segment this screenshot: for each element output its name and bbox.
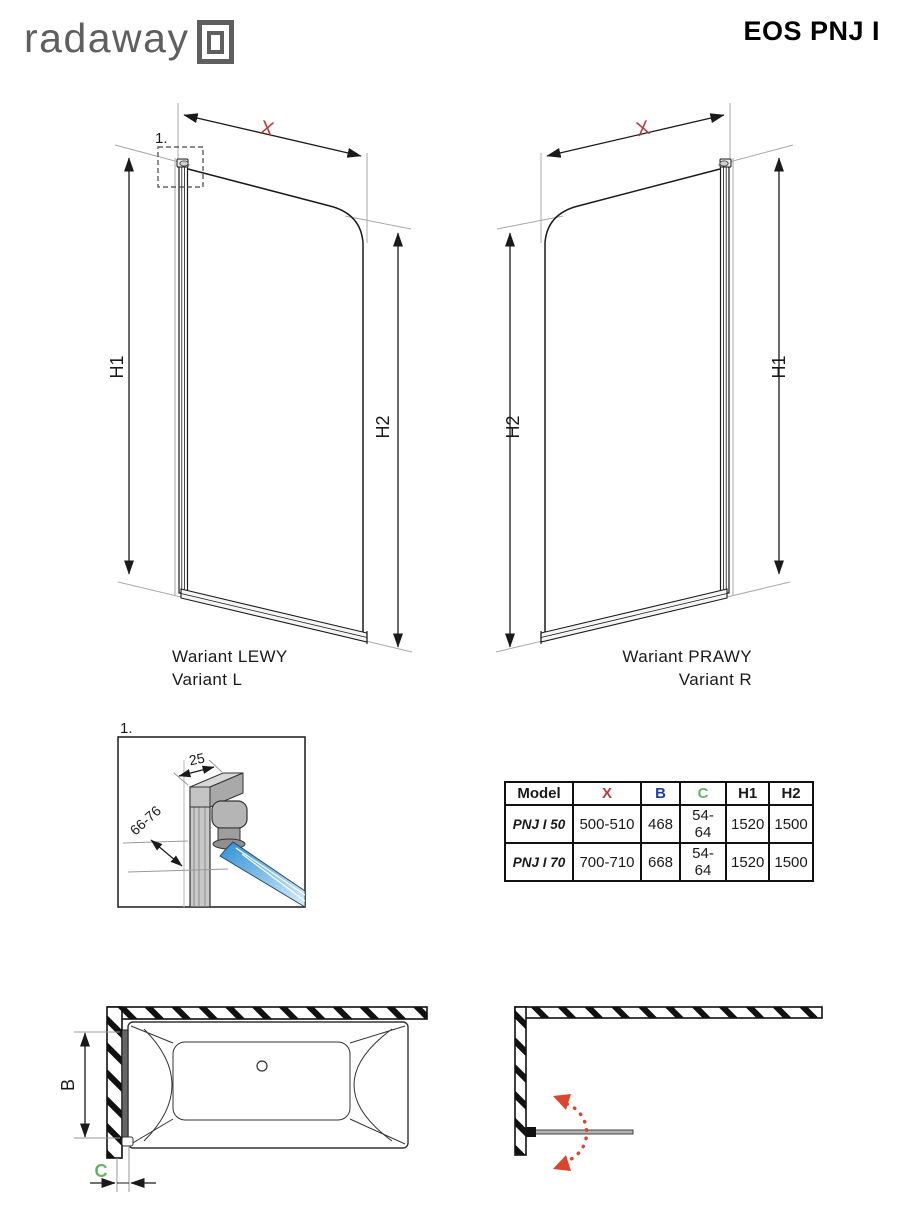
table-row: PNJ I 50 500-510 468 54-64 1520 1500: [504, 804, 814, 844]
plan-bathtub-linework: [74, 1006, 428, 1192]
left-dim-h1-label: H1: [107, 355, 127, 378]
table-row: PNJ I 70 700-710 668 54-64 1520 1500: [504, 842, 814, 882]
header-b: B: [640, 781, 681, 806]
cell-b: 668: [640, 842, 681, 882]
detail-ref-box: [157, 146, 204, 188]
left-dim-h2-label: H2: [373, 415, 393, 438]
brand-square-inner-icon: [207, 30, 225, 54]
right-variant-drawing: X H2 H1: [495, 103, 794, 653]
brand-wordmark: radaway: [24, 15, 190, 61]
screen-panel-plan: [121, 1029, 129, 1138]
cell-h2: 1500: [768, 804, 814, 844]
brand-logo: radaway: [24, 15, 235, 64]
detail-linework: [122, 759, 305, 907]
page-title: EOS PNJ I: [743, 16, 880, 46]
right-variant-caption-pl: Wariant PRAWY: [622, 647, 752, 666]
plan-view-bathtub: B C: [60, 1006, 428, 1192]
header-x: X: [572, 781, 642, 806]
left-variant-drawing: 1. X H1 H2: [107, 103, 413, 653]
right-dim-h1-label: H1: [769, 355, 789, 378]
detail-dim-25-label: 25: [188, 750, 207, 769]
plan-dim-c-label: C: [95, 1161, 108, 1181]
header-h2: H2: [768, 781, 814, 806]
left-variant-linework: [114, 103, 413, 653]
left-variant-caption-pl: Wariant LEWY: [172, 647, 288, 666]
right-dim-x-label: X: [634, 117, 652, 141]
cell-model: PNJ I 70: [504, 842, 574, 882]
spec-table-header-row: Model X B C H1 H2: [504, 781, 814, 806]
cell-model: PNJ I 50: [504, 804, 574, 844]
plan-swing-linework: [514, 1006, 823, 1171]
detail-drawing: 1. 25 66-76: [117, 720, 306, 908]
plan-view-door-swing: [514, 1006, 823, 1171]
drain-icon: [256, 1060, 268, 1072]
cell-b: 468: [640, 804, 681, 844]
cell-c: 54-64: [679, 804, 727, 844]
cell-x: 700-710: [572, 842, 642, 882]
header-model: Model: [504, 781, 574, 806]
swing-arrow-icon: [553, 1094, 589, 1171]
right-dim-h2-label: H2: [503, 415, 523, 438]
cell-h2: 1500: [768, 842, 814, 882]
plan-dim-b-label: B: [60, 1079, 78, 1091]
header-h1: H1: [724, 781, 771, 806]
door-panel-plan: [525, 1129, 634, 1135]
right-variant-caption-en: Variant R: [678, 670, 752, 689]
spec-table: Model X B C H1 H2 PNJ I 50 500-510 468 5…: [504, 781, 814, 882]
cell-h1: 1520: [724, 804, 771, 844]
left-variant-caption: Wariant LEWY Variant L: [172, 645, 288, 691]
brand-square-icon: [197, 20, 235, 64]
cell-x: 500-510: [572, 804, 642, 844]
cell-c: 54-64: [679, 842, 727, 882]
left-detail-ref-label: 1.: [155, 130, 168, 147]
header-c: C: [679, 781, 727, 806]
hinge-point: [526, 1127, 536, 1137]
right-variant-linework: [495, 103, 794, 653]
detail-ref-label: 1.: [120, 720, 133, 737]
right-variant-caption: Wariant PRAWY Variant R: [622, 645, 752, 691]
cell-h1: 1520: [724, 842, 771, 882]
left-dim-x-label: X: [258, 117, 276, 141]
left-variant-caption-en: Variant L: [172, 670, 243, 689]
